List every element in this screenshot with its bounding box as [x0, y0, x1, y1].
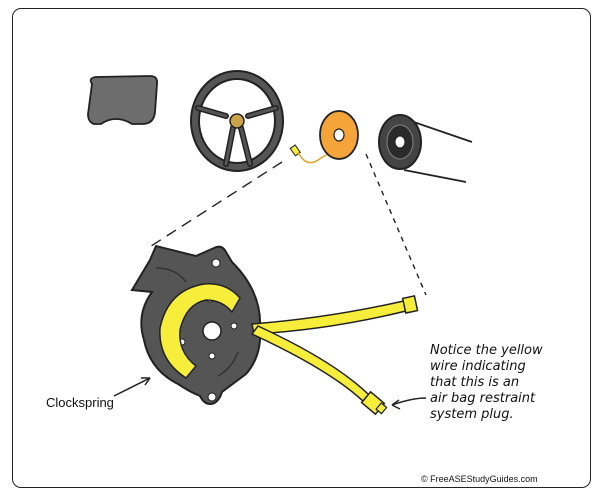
note-line: system plug. — [430, 407, 514, 422]
clockspring-housing — [130, 244, 262, 406]
projection-lines — [147, 153, 427, 296]
yellow-wire-upper — [251, 299, 411, 335]
note-line: wire indicating — [430, 359, 526, 374]
clockspring-label: Clockspring — [46, 395, 114, 410]
note-line: Notice the yellow — [430, 343, 543, 358]
steering-wheel — [190, 70, 284, 172]
copyright-credit: © FreeASEStudyGuides.com — [421, 474, 538, 484]
note-line: air bag restraint — [430, 391, 536, 406]
airbag-disc — [319, 110, 359, 160]
clockspring-yellow-ribbon — [159, 283, 241, 379]
airbag-restraint-plug — [360, 390, 388, 416]
yellow-wire-lower — [250, 325, 372, 404]
yellow-wire-upper-plug — [401, 295, 419, 314]
yellow-wire-note: Notice the yellow wire indicating that t… — [430, 343, 590, 423]
steering-column — [378, 114, 473, 183]
yellow-wires — [250, 295, 419, 416]
pointer-arrows — [113, 377, 427, 410]
arrow-clockspring — [113, 377, 151, 397]
arrow-plug — [391, 397, 427, 406]
clockspring — [130, 244, 262, 406]
horn-pad-cover — [87, 75, 159, 125]
note-line: that this is an — [430, 375, 520, 390]
